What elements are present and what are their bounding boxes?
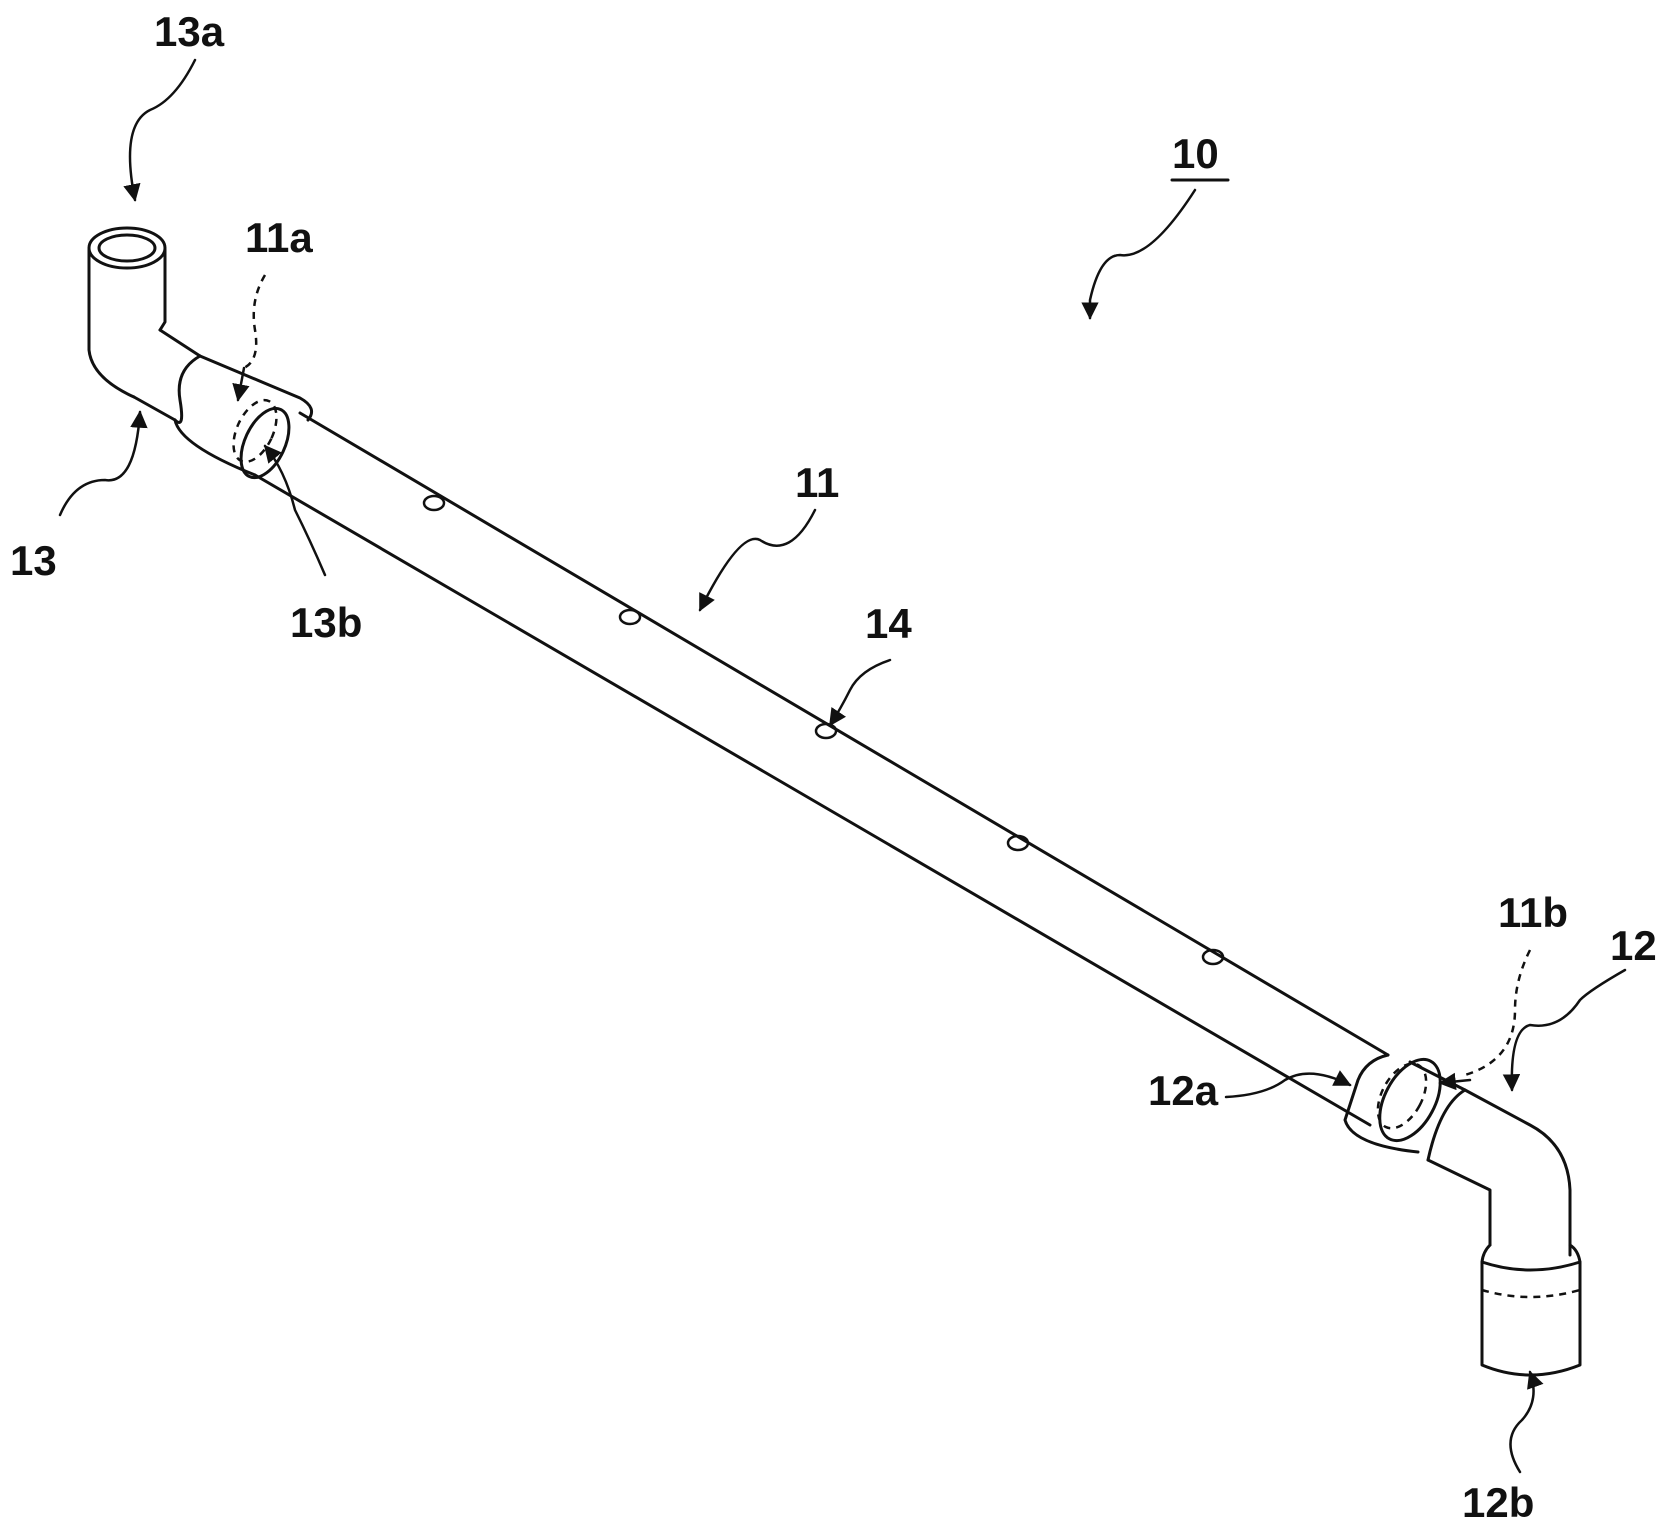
label-12: 12 — [1610, 922, 1656, 969]
label-12a: 12a — [1148, 1067, 1219, 1114]
leader-lines — [58, 58, 1627, 1474]
holes — [422, 494, 1225, 966]
label-13: 13 — [10, 537, 57, 584]
label-12b: 12b — [1462, 1479, 1534, 1526]
label-11b: 11b — [1498, 889, 1568, 936]
label-10-group: 10 — [1170, 130, 1230, 182]
label-13a: 13a — [154, 8, 225, 55]
label-14: 14 — [865, 600, 912, 647]
label-13b: 13b — [290, 599, 362, 646]
label-10: 10 — [1172, 130, 1219, 177]
right-elbow — [1343, 1053, 1582, 1377]
label-11: 11 — [795, 459, 839, 506]
main-pipe — [132, 328, 1390, 1127]
left-elbow — [87, 226, 314, 480]
label-11a: 11a — [245, 214, 313, 261]
